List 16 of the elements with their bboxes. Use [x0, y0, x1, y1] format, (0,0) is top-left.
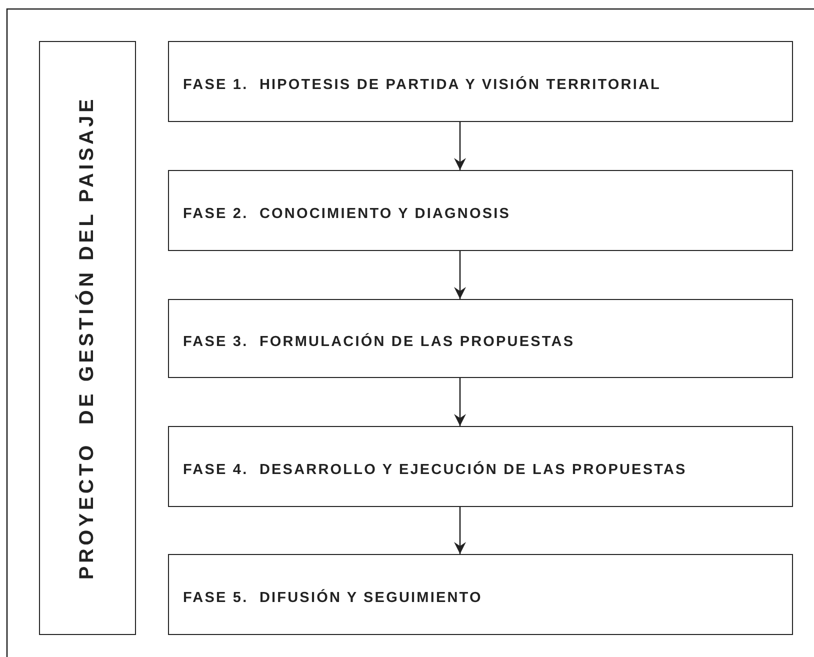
arrow: [454, 378, 466, 426]
phase-box: [168, 170, 793, 251]
phase-box: [168, 41, 793, 122]
phase-label: FASE 1. HIPOTESIS DE PARTIDA Y VISIÓN TERRITORIAL: [183, 77, 662, 94]
project-band: [39, 41, 136, 635]
phase-box: [168, 426, 793, 507]
phase-label: FASE 4. DESARROLLO Y EJECUCIÓN DE LAS PROPUESTAS: [183, 462, 687, 479]
arrow: [454, 507, 466, 554]
phase-label: FASE 3. FORMULACIÓN DE LAS PROPUESTAS: [183, 334, 575, 351]
phase-label: FASE 2. CONOCIMIENTO Y DIAGNOSIS: [183, 206, 511, 223]
phase-box: [168, 299, 793, 378]
arrow: [454, 122, 466, 170]
phase-label: FASE 5. DIFUSIÓN Y SEGUIMIENTO: [183, 590, 482, 607]
arrow: [454, 251, 466, 299]
phase-box: [168, 554, 793, 635]
project-title: PROYECTO DE GESTIÓN DEL PAISAJE: [76, 96, 99, 580]
